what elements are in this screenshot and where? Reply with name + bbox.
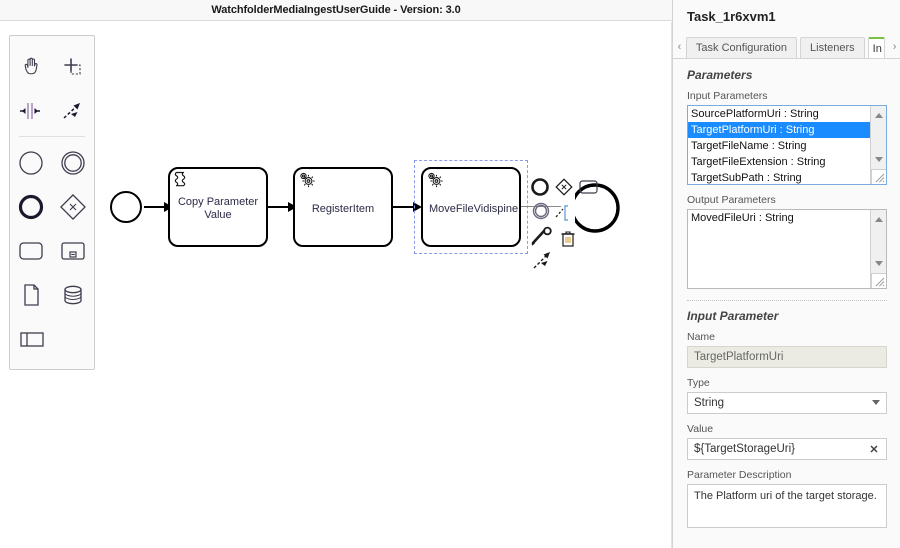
tabs-scroll-right[interactable]: › xyxy=(892,41,897,53)
data-object-icon[interactable] xyxy=(10,273,52,317)
task-move-file-vidispine[interactable]: MoveFileVidispine xyxy=(421,167,521,247)
connect-icon[interactable] xyxy=(532,249,558,276)
value-field[interactable] xyxy=(687,438,887,460)
sequence-flow-3[interactable] xyxy=(393,206,415,208)
sequence-flow-2[interactable] xyxy=(268,206,290,208)
clear-value-icon[interactable]: ✕ xyxy=(869,443,879,456)
output-parameters-label: Output Parameters xyxy=(687,194,776,206)
palette-row-events-1 xyxy=(10,141,94,185)
sequence-flow-1[interactable] xyxy=(144,206,166,208)
bpmn-canvas[interactable]: Copy Parameter Value RegisterItem xyxy=(0,22,672,548)
panel-title: Task_1r6xvm1 xyxy=(687,9,776,24)
task-label: Copy Parameter Value xyxy=(177,196,259,221)
space-tool-icon[interactable] xyxy=(10,89,52,133)
participant-icon[interactable] xyxy=(10,317,53,361)
sequence-flow-2-arrow xyxy=(288,202,297,212)
input-parameters-items: SourcePlatformUri : String TargetPlatfor… xyxy=(688,106,870,184)
service-task-icon xyxy=(297,170,315,188)
output-parameters-scrollbar[interactable] xyxy=(870,210,886,288)
global-connect-tool-icon[interactable] xyxy=(52,89,94,133)
parameters-group-title: Parameters xyxy=(687,68,753,82)
scroll-up-icon[interactable] xyxy=(871,108,886,122)
input-parameters-listbox[interactable]: SourcePlatformUri : String TargetPlatfor… xyxy=(687,105,887,185)
append-end-event-icon[interactable] xyxy=(530,177,550,202)
append-task-icon[interactable] xyxy=(578,178,600,201)
delete-icon[interactable] xyxy=(558,229,578,254)
section-divider xyxy=(687,300,887,301)
type-select[interactable]: String xyxy=(687,392,887,414)
output-parameters-items: MovedFileUri : String xyxy=(688,210,870,226)
intermediate-event-icon[interactable] xyxy=(52,141,94,185)
editor-header: WatchfolderMediaIngestUserGuide - Versio… xyxy=(0,0,672,21)
tabs-scroll-left[interactable]: ‹ xyxy=(677,41,682,53)
service-task-icon xyxy=(425,170,443,188)
data-store-icon[interactable] xyxy=(52,273,94,317)
input-parameter-group-title: Input Parameter xyxy=(687,309,779,323)
input-parameters-label: Input Parameters xyxy=(687,90,768,102)
palette-row-tools-1 xyxy=(10,45,94,89)
context-pad[interactable] xyxy=(530,177,610,269)
canvas-edge xyxy=(671,22,672,548)
palette-divider xyxy=(19,136,85,137)
start-event-icon[interactable] xyxy=(10,141,52,185)
tab-listeners[interactable]: Listeners xyxy=(800,37,865,58)
panel-tabs[interactable]: ‹ Task Configuration Listeners In › xyxy=(673,36,900,59)
task-label: RegisterItem xyxy=(311,202,375,215)
chevron-down-icon xyxy=(872,400,880,405)
palette-row-tools-2 xyxy=(10,89,94,133)
resize-grip[interactable] xyxy=(871,169,886,184)
panel-body: Parameters Input Parameters SourcePlatfo… xyxy=(673,60,900,548)
task-register-item[interactable]: RegisterItem xyxy=(293,167,393,247)
list-item[interactable]: TargetFileExtension : String xyxy=(691,156,826,168)
task-label: MoveFileVidispine xyxy=(429,202,519,215)
diagram-editor: WatchfolderMediaIngestUserGuide - Versio… xyxy=(0,0,672,548)
list-item[interactable]: TargetFileName : String xyxy=(691,140,807,152)
parameter-description-field[interactable] xyxy=(687,484,887,528)
expanded-subprocess-icon[interactable] xyxy=(52,229,94,273)
list-item[interactable]: TargetSubPath : String xyxy=(691,172,802,184)
hand-tool-icon[interactable] xyxy=(10,45,52,89)
type-label: Type xyxy=(687,377,710,389)
append-intermediate-event-icon[interactable] xyxy=(531,201,551,226)
diagram-title: WatchfolderMediaIngestUserGuide - Versio… xyxy=(211,4,461,16)
task-icon[interactable] xyxy=(10,229,52,273)
sequence-flow-4[interactable] xyxy=(521,206,561,207)
change-type-wrench-icon[interactable] xyxy=(530,221,554,252)
palette-row-events-2 xyxy=(10,185,94,229)
exclusive-gateway-icon[interactable] xyxy=(52,185,94,229)
palette-row-data xyxy=(10,273,94,317)
value-label: Value xyxy=(687,423,714,435)
properties-panel: Task_1r6xvm1 ‹ Task Configuration Listen… xyxy=(672,0,900,548)
resize-grip[interactable] xyxy=(871,273,886,288)
list-item[interactable]: MovedFileUri : String xyxy=(691,212,794,224)
sequence-flow-3-arrow xyxy=(413,202,422,212)
name-field[interactable] xyxy=(687,346,887,368)
end-event-icon[interactable] xyxy=(10,185,52,229)
output-parameters-listbox[interactable]: MovedFileUri : String xyxy=(687,209,887,289)
palette-row-activities xyxy=(10,229,94,273)
scroll-down-icon[interactable] xyxy=(871,256,886,270)
type-select-wrap: String xyxy=(687,392,887,414)
list-item[interactable]: TargetPlatformUri : String xyxy=(688,122,870,138)
palette[interactable] xyxy=(9,35,95,370)
tab-input-output[interactable]: In xyxy=(867,37,886,58)
scroll-up-icon[interactable] xyxy=(871,212,886,226)
name-label: Name xyxy=(687,331,716,343)
script-task-icon xyxy=(172,170,190,188)
append-text-annotation-icon[interactable] xyxy=(554,203,576,228)
value-field-wrap: ✕ xyxy=(687,438,887,460)
palette-row-participant xyxy=(10,317,94,361)
tab-task-configuration[interactable]: Task Configuration xyxy=(685,37,798,58)
append-gateway-icon[interactable] xyxy=(554,177,574,202)
parameters-group: Parameters Input Parameters SourcePlatfo… xyxy=(673,60,900,301)
lasso-tool-icon[interactable] xyxy=(52,45,94,89)
input-parameters-scrollbar[interactable] xyxy=(870,106,886,184)
scroll-down-icon[interactable] xyxy=(871,152,886,166)
input-parameter-group: Input Parameter Name Type String Value ✕… xyxy=(673,301,900,533)
task-copy-parameter-value[interactable]: Copy Parameter Value xyxy=(168,167,268,247)
list-item[interactable]: SourcePlatformUri : String xyxy=(691,108,819,120)
diagram-start-event[interactable] xyxy=(110,191,142,223)
parameter-description-label: Parameter Description xyxy=(687,469,792,481)
